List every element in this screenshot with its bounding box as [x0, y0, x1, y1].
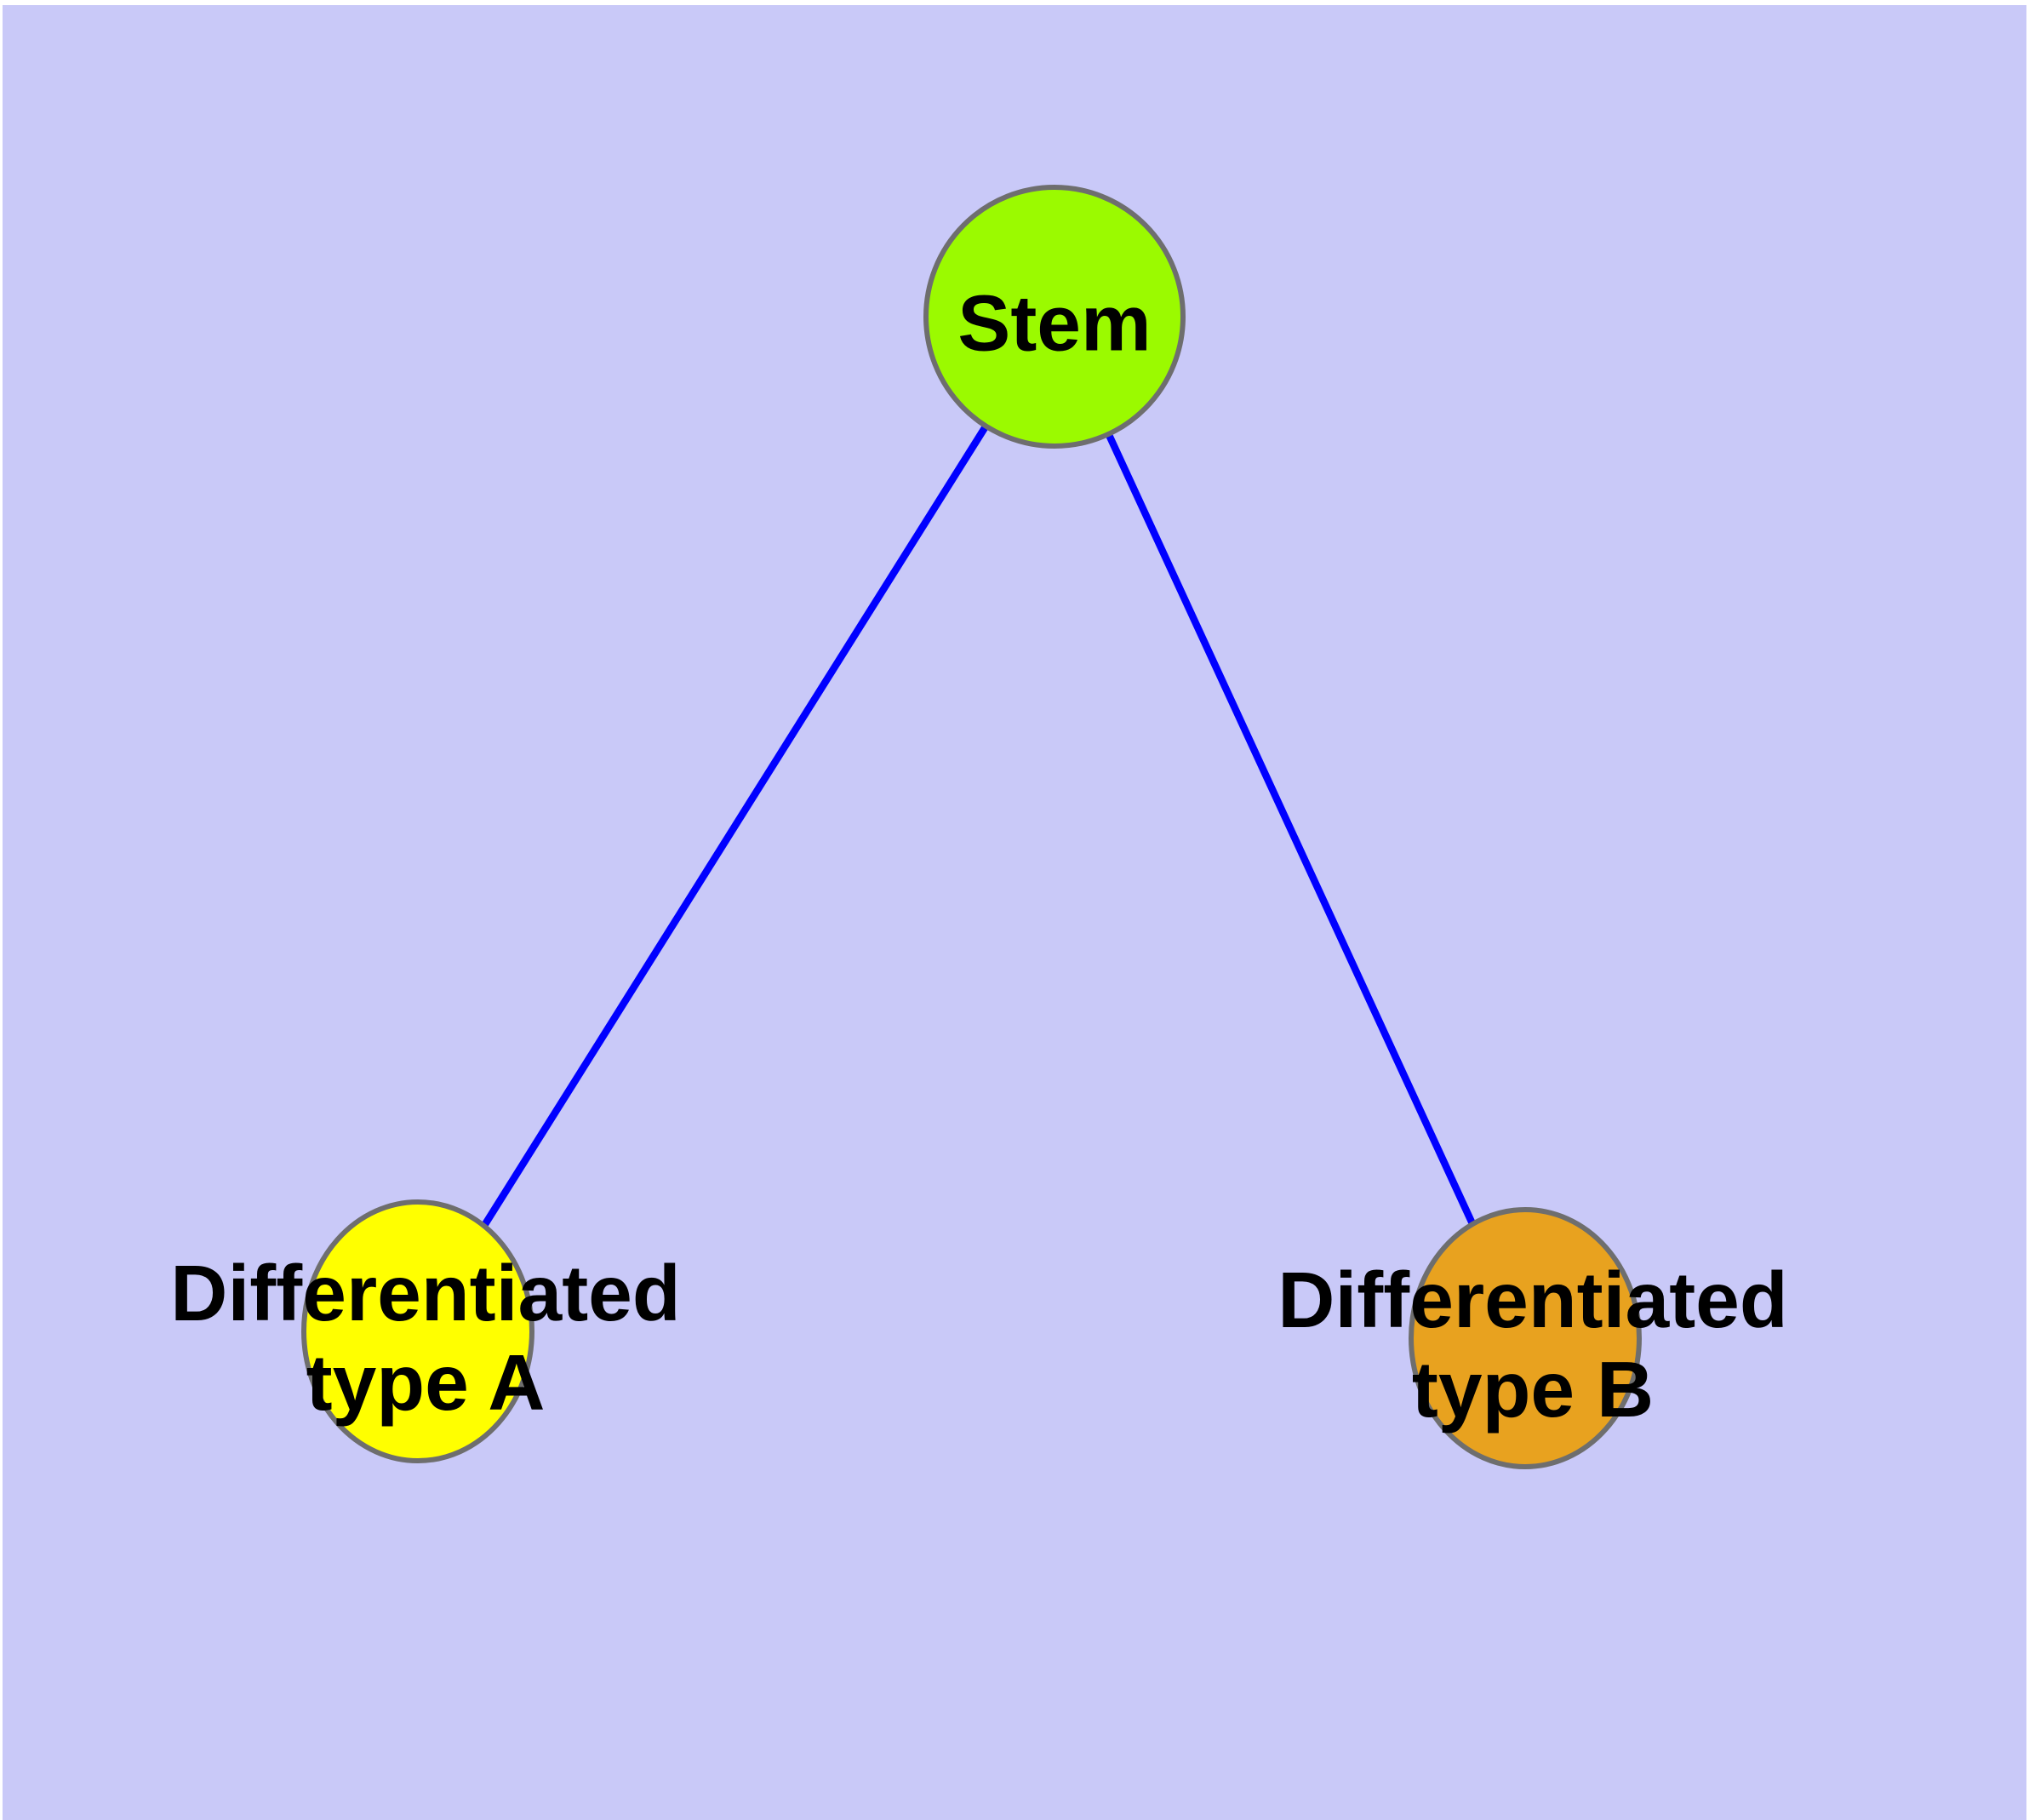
node-stem [923, 185, 1186, 449]
edge-stem-differentiated-type-b [1051, 315, 1529, 1340]
node-differentiated-type-a [301, 1199, 534, 1463]
node-differentiated-type-b [1409, 1207, 1642, 1469]
edge-stem-differentiated-type-a [414, 314, 1058, 1334]
